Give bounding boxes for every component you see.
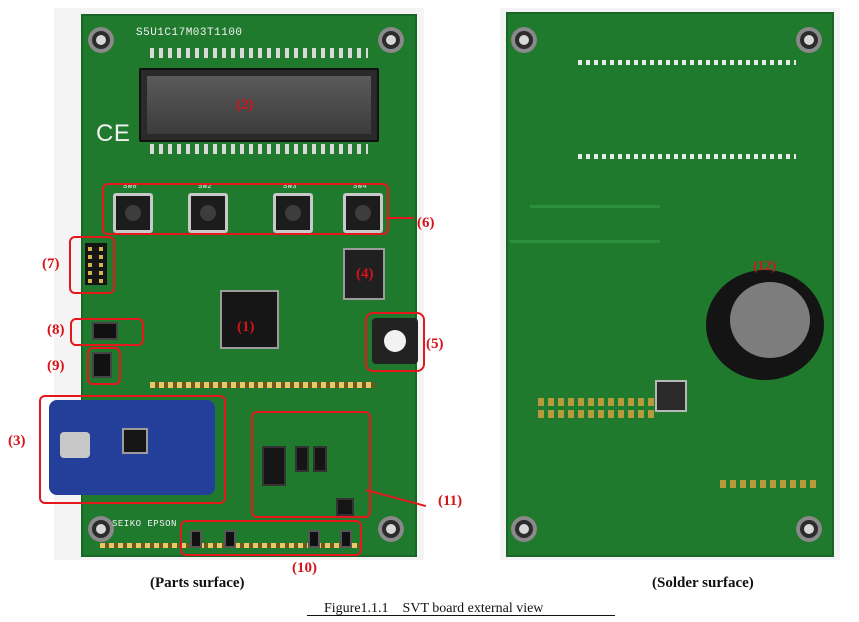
pcb-trace [530, 205, 660, 208]
figure-caption-underline [307, 615, 615, 616]
mounting-hole [88, 516, 114, 542]
callout-label-5: (5) [426, 336, 444, 352]
pad-row [538, 410, 658, 418]
smd-component [655, 380, 687, 412]
mcu-chip [220, 290, 279, 349]
mounting-hole [378, 27, 404, 53]
callout-label-11: (11) [438, 493, 463, 509]
mounting-hole [511, 516, 537, 542]
callout-label-2: (2) [236, 97, 254, 113]
coin-battery [730, 282, 810, 358]
ce-mark: CE [96, 120, 131, 147]
board-id-silkscreen: S5U1C17M03T1100 [136, 27, 243, 39]
mounting-hole [511, 27, 537, 53]
callout-line-6 [386, 217, 414, 219]
switch-label: SW0 [123, 183, 138, 191]
mounting-hole [88, 27, 114, 53]
push-switch [273, 193, 313, 233]
push-switch [343, 193, 383, 233]
callout-label-12: (12) [753, 259, 777, 274]
parts-surface-caption: (Parts surface) [150, 575, 245, 591]
buzzer [343, 248, 385, 300]
callout-box-11 [251, 411, 371, 518]
callout-label-1: (1) [237, 319, 255, 335]
callout-label-10: (10) [292, 560, 317, 576]
callout-box-7 [69, 236, 115, 294]
jumper-block [295, 446, 309, 472]
through-hole-row [578, 60, 796, 65]
solder-surface-caption: (Solder surface) [652, 575, 754, 591]
callout-label-6: (6) [417, 215, 435, 231]
test-pin [308, 530, 320, 548]
usb-c-connector [60, 432, 90, 458]
pin-header [150, 382, 375, 388]
callout-label-9: (9) [47, 358, 65, 374]
lcd-display [139, 68, 379, 142]
callout-label-3: (3) [8, 433, 26, 449]
callout-box-10 [180, 520, 362, 556]
debug-header [85, 243, 107, 285]
through-hole-row [578, 154, 796, 159]
maker-silkscreen: SEIKO EPSON [112, 519, 177, 529]
callout-box-9 [87, 347, 121, 385]
jumper-block [336, 498, 354, 516]
pad-row [538, 398, 658, 406]
pcb-trace [510, 240, 660, 243]
figure-caption: Figure1.1.1 SVT board external view [324, 601, 544, 616]
switch-label: SW4 [353, 183, 368, 191]
jumper-block [313, 446, 327, 472]
rotary-switch [372, 318, 418, 364]
mounting-hole [796, 516, 822, 542]
jumper-block [92, 322, 118, 340]
test-pin [190, 530, 202, 548]
lcd-pin-row-bottom [150, 144, 368, 154]
usb-module-ic [122, 428, 148, 454]
callout-box-6 [102, 183, 389, 235]
test-pin [340, 530, 352, 548]
mounting-hole [796, 27, 822, 53]
lcd-pin-row-top [150, 48, 368, 58]
test-pin [224, 530, 236, 548]
jumper-block [262, 446, 286, 486]
pad-row [720, 480, 820, 488]
solder-surface-photo [500, 8, 840, 560]
push-switch [113, 193, 153, 233]
push-switch [188, 193, 228, 233]
jumper-block [92, 352, 112, 378]
callout-label-4: (4) [356, 266, 374, 282]
mounting-hole [378, 516, 404, 542]
switch-label: SW2 [198, 183, 213, 191]
callout-box-8 [70, 318, 144, 346]
switch-label: SW3 [283, 183, 298, 191]
callout-box-3 [39, 395, 226, 504]
callout-box-5 [365, 312, 425, 372]
callout-label-8: (8) [47, 322, 65, 338]
callout-label-7: (7) [42, 256, 60, 272]
